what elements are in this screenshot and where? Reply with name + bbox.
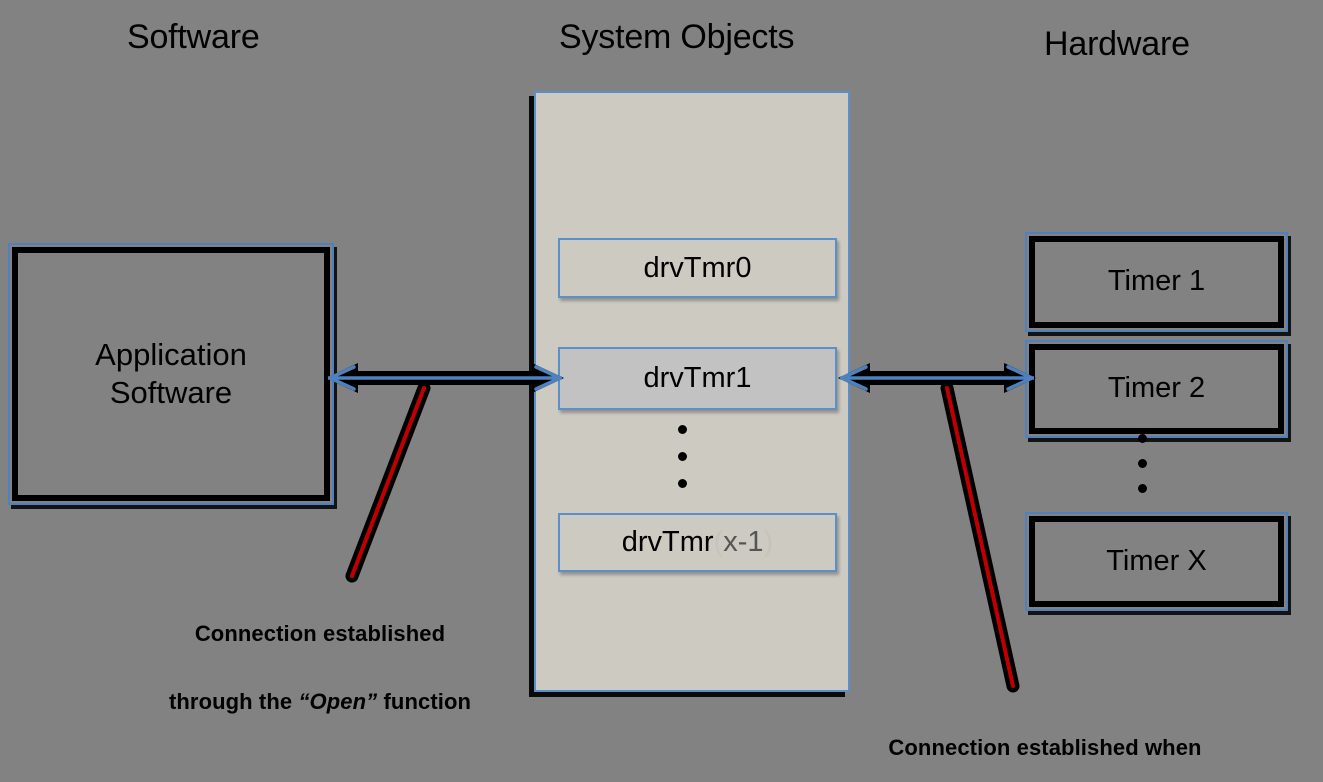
caption-open-suffix: function	[377, 689, 472, 715]
caption-open-prefix: through the	[168, 689, 299, 715]
object-label-drvtmr-prefix: drvTmr	[621, 526, 714, 558]
hardware-ellipsis	[1138, 434, 1147, 509]
ellipsis-dot	[1138, 484, 1147, 493]
caption-open-emphasis: “Open”	[298, 689, 378, 715]
system-objects-container: drvTmr0 drvTmr1 drvTmr(x-1)	[534, 91, 850, 692]
ellipsis-dot	[678, 425, 687, 434]
caption-open-note: Connection established through the “Open…	[140, 583, 500, 753]
caption-init-line1: Connection established when	[888, 735, 1202, 761]
leader-line-open	[345, 381, 431, 583]
caption-open-line2: through the “Open” function	[140, 685, 500, 719]
timer-box-2: Timer 2	[1025, 340, 1288, 438]
timer-box-x-frame	[1029, 516, 1284, 607]
leader-line-initialized	[940, 381, 1020, 693]
object-label-paren-open: (	[713, 526, 724, 558]
application-software-box: Application Software	[8, 243, 334, 505]
column-title-software: Software	[127, 18, 260, 56]
ellipsis-dot	[1138, 459, 1147, 468]
object-box-drvtmr-x-1[interactable]: drvTmr(x-1)	[558, 513, 837, 572]
timer-label-2: Timer 2	[1107, 372, 1206, 405]
timer-box-2-frame	[1029, 344, 1284, 434]
object-box-drvtmr0[interactable]: drvTmr0	[558, 238, 837, 298]
object-label-drvtmr1: drvTmr1	[643, 362, 752, 394]
timer-label-x: Timer X	[1106, 544, 1207, 577]
timer-box-1-frame	[1029, 236, 1284, 328]
object-box-drvtmr1[interactable]: drvTmr1	[558, 347, 837, 410]
caption-open-line1: Connection established	[194, 621, 446, 647]
column-title-hardware: Hardware	[1044, 25, 1190, 63]
ellipsis-dot	[678, 479, 687, 488]
object-label-paren-close: )	[763, 526, 774, 558]
object-label-drvtmr0: drvTmr0	[643, 251, 752, 284]
application-software-box-frame	[12, 247, 330, 501]
ellipsis-dot	[678, 452, 687, 461]
timer-box-x: Timer X	[1025, 512, 1288, 611]
caption-initialized-note: Connection established when timer is “In…	[845, 697, 1245, 782]
connector-app-to-objects	[326, 363, 564, 393]
timer-box-1: Timer 1	[1025, 232, 1288, 332]
timer-label-1: Timer 1	[1107, 265, 1206, 298]
column-title-system-objects: System Objects	[559, 18, 795, 56]
system-objects-ellipsis	[678, 425, 687, 506]
application-software-label: Application Software	[95, 337, 247, 410]
connector-objects-to-hardware	[838, 363, 1036, 393]
object-label-index-value: x-1	[723, 526, 764, 558]
ellipsis-dot	[1138, 434, 1147, 443]
